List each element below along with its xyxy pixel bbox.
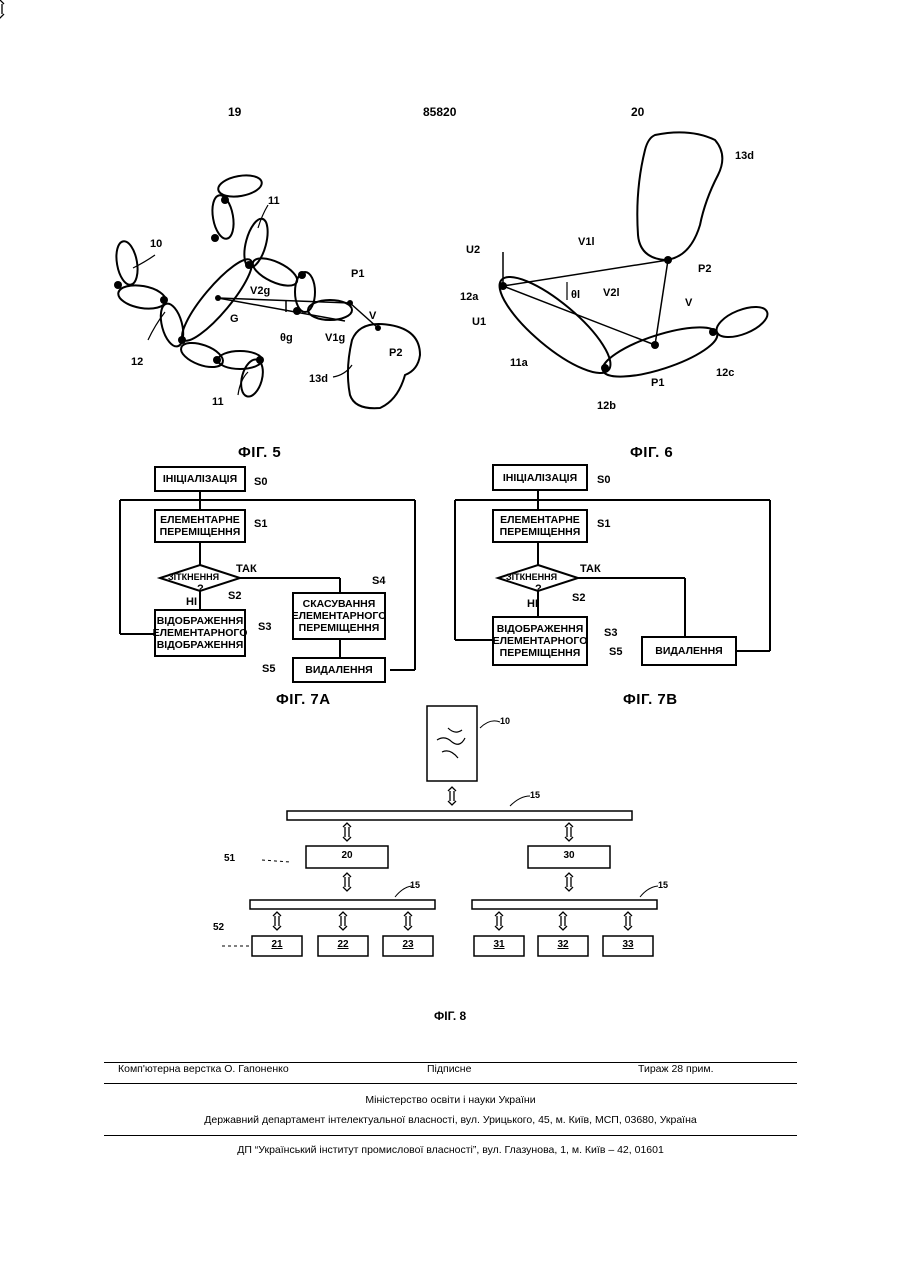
fig8-box-21: 21 <box>252 939 302 950</box>
footer-layout: Комп'ютерна верстка О. Гапоненко <box>118 1063 289 1075</box>
fig8-box-20: 20 <box>306 850 388 861</box>
footer-circulation: Тираж 28 прим. <box>638 1063 714 1075</box>
fig8-label-15-left: 15 <box>410 880 420 890</box>
footer-signed: Підписне <box>427 1063 471 1075</box>
footer-ministry: Міністерство освіти і науки України <box>104 1094 797 1106</box>
fig8-label-10: 10 <box>500 716 510 726</box>
footer-department: Державний департамент інтелектуальної вл… <box>104 1114 797 1126</box>
fig8-box-32: 32 <box>538 939 588 950</box>
fig8-caption: ФІГ. 8 <box>434 1009 466 1023</box>
fig8-label-15-right: 15 <box>658 880 668 890</box>
fig8-box-30: 30 <box>528 850 610 861</box>
footer-rule-middle <box>104 1083 797 1084</box>
fig8-box-22: 22 <box>318 939 368 950</box>
footer-institute: ДП “Український інститут промислової вла… <box>104 1144 797 1156</box>
fig8-label-51: 51 <box>224 853 235 864</box>
fig8-box-33: 33 <box>603 939 653 950</box>
fig8-box-31: 31 <box>474 939 524 950</box>
fig8-box-23: 23 <box>383 939 433 950</box>
fig8-label-52: 52 <box>213 922 224 933</box>
fig8-label-15-top: 15 <box>530 790 540 800</box>
footer-rule-bottom <box>104 1135 797 1136</box>
